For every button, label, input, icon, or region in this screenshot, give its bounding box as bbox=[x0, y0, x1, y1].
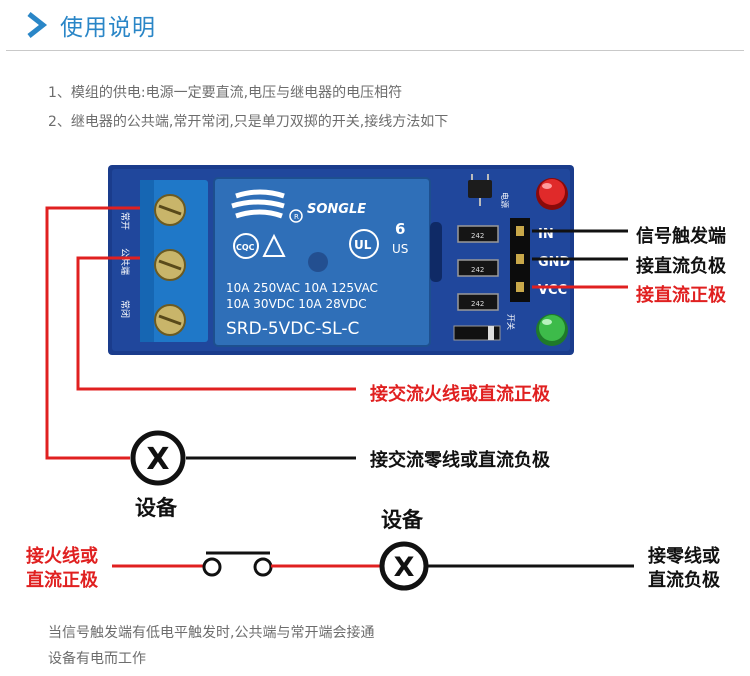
note-power: 1、模组的供电:电源一定要直流,电压与继电器的电压相符 bbox=[48, 85, 403, 101]
label-live-line-2: 直流正极 bbox=[26, 570, 98, 591]
smd-resistors: 242 242 242 bbox=[457, 225, 499, 311]
switch-symbol bbox=[202, 551, 273, 577]
relay-model: SRD-5VDC-SL-C bbox=[226, 319, 359, 339]
terminal-label-com: 公共端 bbox=[119, 248, 131, 275]
led-label-switch: 开关 bbox=[506, 314, 516, 330]
svg-text:242: 242 bbox=[471, 266, 484, 274]
power-led bbox=[536, 178, 568, 210]
screw-terminal-block bbox=[140, 180, 208, 342]
footer-note-1: 当信号触发端有低电平触发时,公共端与常开端会接通 bbox=[48, 625, 375, 641]
label-device-1: 设备 bbox=[135, 496, 177, 520]
label-ac-live: 接交流火线或直流正极 bbox=[370, 384, 550, 405]
relay-brand: SONGLE bbox=[307, 202, 366, 217]
cqc-logo-icon: CQC bbox=[233, 233, 259, 259]
screw-3 bbox=[154, 304, 186, 336]
header-pins bbox=[510, 218, 530, 302]
terminal-label-nc: 常闭 bbox=[119, 300, 131, 318]
wire-normally-open bbox=[45, 206, 140, 460]
label-gnd: 接直流负极 bbox=[636, 256, 726, 277]
svg-text:UL: UL bbox=[354, 238, 372, 252]
label-zero-line-2: 直流负极 bbox=[648, 570, 720, 591]
relay-rating-2: 10A 30VDC 10A 28VDC bbox=[226, 297, 367, 311]
pin-label-in: IN bbox=[538, 227, 554, 242]
transistor bbox=[468, 174, 492, 206]
chevron-right-icon bbox=[27, 12, 48, 38]
screw-2 bbox=[154, 249, 186, 281]
footer-note-2: 设备有电而工作 bbox=[48, 651, 146, 667]
warning-triangle-icon bbox=[262, 233, 286, 257]
wire-common bbox=[76, 256, 356, 391]
device-symbol-1: X bbox=[130, 430, 186, 486]
registered-icon bbox=[289, 209, 303, 223]
pin-label-gnd: GND bbox=[538, 255, 571, 270]
terminal-label-no: 常开 bbox=[119, 212, 131, 230]
diode bbox=[453, 325, 501, 341]
ul-logo-icon: UL bbox=[349, 229, 379, 259]
label-vcc: 接直流正极 bbox=[636, 285, 726, 306]
header-divider bbox=[6, 50, 744, 51]
switch-led bbox=[536, 314, 568, 346]
relay-rating-1: 10A 250VAC 10A 125VAC bbox=[226, 281, 378, 295]
led-label-power: 电源 bbox=[500, 192, 510, 208]
relay-mark-6: 6 bbox=[395, 220, 405, 238]
label-ac-zero: 接交流零线或直流负极 bbox=[370, 450, 550, 471]
relay-module-board: 常开 公共端 常闭 R SONGLE 6 US CQC UL bbox=[108, 165, 574, 355]
device-symbol-2: X bbox=[379, 541, 429, 591]
svg-text:X: X bbox=[146, 442, 169, 477]
section-title: 使用说明 bbox=[60, 15, 156, 41]
label-device-2: 设备 bbox=[381, 508, 423, 532]
relay-component: R SONGLE 6 US CQC UL 10A 250VAC 10A 125V… bbox=[213, 177, 431, 347]
relay-dot bbox=[308, 252, 328, 272]
svg-text:242: 242 bbox=[471, 300, 484, 308]
label-signal-trigger: 信号触发端 bbox=[636, 226, 726, 247]
label-live-line-1: 接火线或 bbox=[26, 546, 98, 567]
songle-logo-icon bbox=[231, 189, 285, 219]
relay-mark-us: US bbox=[392, 242, 408, 256]
section-header: 使用说明 bbox=[0, 0, 750, 52]
pin-label-vcc: VCC bbox=[538, 283, 567, 298]
svg-text:X: X bbox=[394, 552, 415, 583]
screw-1 bbox=[154, 194, 186, 226]
svg-text:CQC: CQC bbox=[236, 243, 255, 252]
svg-text:R: R bbox=[294, 213, 299, 221]
note-switch: 2、继电器的公共端,常开常闭,只是单刀双掷的开关,接线方法如下 bbox=[48, 114, 449, 130]
label-zero-line-1: 接零线或 bbox=[648, 546, 720, 567]
svg-text:242: 242 bbox=[471, 232, 484, 240]
